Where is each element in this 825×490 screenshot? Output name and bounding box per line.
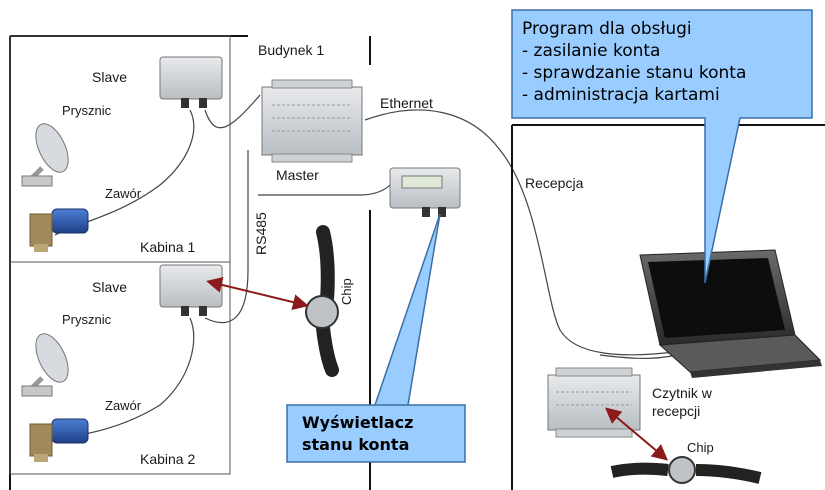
slave-1-label: Slave xyxy=(92,69,127,85)
master-label: Master xyxy=(276,167,319,183)
watch-chip-icon xyxy=(610,456,762,484)
display-callout-line-2: stanu konta xyxy=(302,435,409,454)
cabin-2-title: Kabina 2 xyxy=(140,451,195,467)
rfid-link-arrow xyxy=(206,277,309,310)
master-device xyxy=(261,79,363,163)
shower-icon xyxy=(21,333,69,397)
reception-title: Recepcja xyxy=(525,175,584,191)
reception-frame xyxy=(511,124,825,490)
reader-label-line1: Czytnik w xyxy=(652,385,713,401)
watch-chip-icon xyxy=(305,225,339,377)
display-callout-line-1: Wyświetlacz xyxy=(302,413,413,432)
reader-device xyxy=(547,367,641,438)
shower-1-label: Prysznic xyxy=(62,103,112,118)
bus-label: RS485 xyxy=(253,212,269,255)
program-callout: Program dla obsługi - zasilanie konta - … xyxy=(511,9,813,284)
valve-1-label: Zawór xyxy=(105,186,142,201)
program-callout-line-3: - sprawdzanie stanu konta xyxy=(522,63,746,83)
chip-label-building: Chip xyxy=(339,278,354,305)
program-callout-line-1: Program dla obsługi xyxy=(522,19,692,39)
chip-label-reception: Chip xyxy=(687,440,714,455)
reader-label-line2: recepcji xyxy=(652,403,700,419)
ethernet-label: Ethernet xyxy=(380,95,433,111)
shower-icon xyxy=(21,123,69,187)
reception-rfid-arrow xyxy=(604,407,669,461)
laptop-icon xyxy=(639,249,822,378)
shower-2-label: Prysznic xyxy=(62,312,112,327)
cabin-1-title: Kabina 1 xyxy=(140,239,195,255)
display-callout: Wyświetlacz stanu konta xyxy=(286,213,466,463)
cabin-2-frame xyxy=(9,261,231,475)
valve-2-label: Zawór xyxy=(105,398,142,413)
slave-device-1 xyxy=(159,56,223,108)
building-title: Budynek 1 xyxy=(258,42,324,58)
slave-2-label: Slave xyxy=(92,279,127,295)
valve-icon xyxy=(29,418,89,462)
slave-device-2 xyxy=(159,264,223,316)
program-callout-line-4: - administracja kartami xyxy=(522,85,720,105)
program-callout-line-2: - zasilanie konta xyxy=(522,41,660,61)
display-device xyxy=(389,167,461,217)
valve-icon xyxy=(29,208,89,252)
